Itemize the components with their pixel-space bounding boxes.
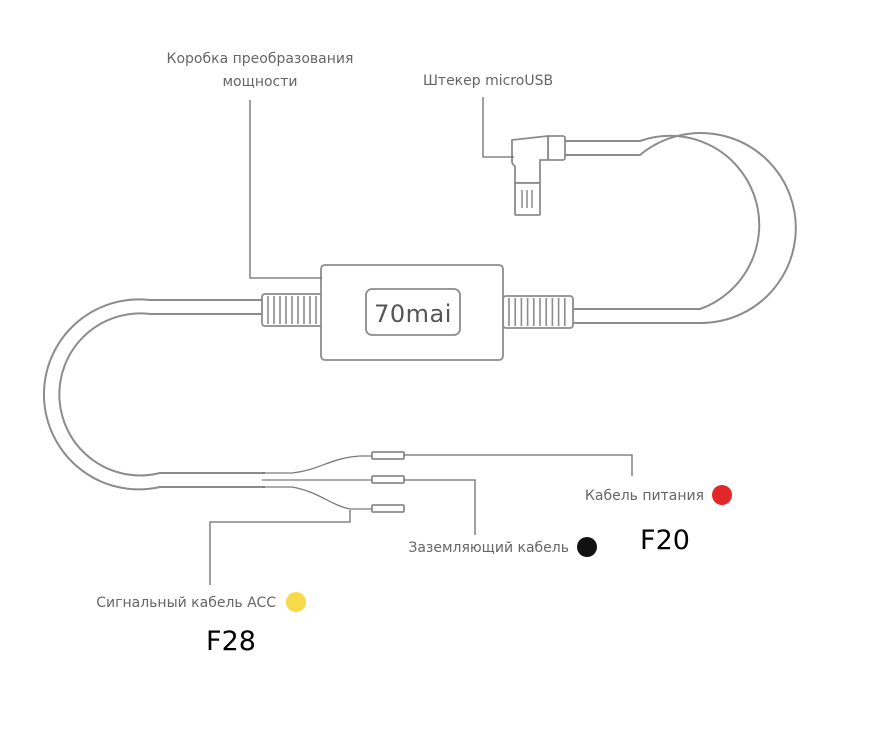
callout-ground-cable: Заземляющий кабель [408, 537, 597, 557]
microusb-plug [511, 134, 566, 216]
right-strain-relief [502, 295, 574, 329]
ground-cable-label: Заземляющий кабель [408, 540, 569, 556]
microusb-label: Штекер microUSB [423, 73, 553, 89]
acc-cable-label: Сигнальный кабель ACC [96, 595, 276, 611]
callout-acc-cable: Сигнальный кабель ACC F28 [96, 592, 306, 657]
callout-power-box: Коробка преобразования мощности [167, 51, 354, 90]
power-wire-terminal [371, 451, 405, 460]
acc-fuse-code: F28 [206, 626, 256, 657]
acc-color-dot [286, 592, 306, 612]
ground-wire-terminal [371, 475, 405, 484]
callout-power-cable: Кабель питания F20 [585, 485, 732, 556]
power-fuse-code: F20 [640, 525, 690, 556]
logo-plate [365, 288, 461, 336]
leader-lines [209, 97, 633, 585]
brand-logo: 70mai [374, 300, 452, 328]
ground-color-dot [577, 537, 597, 557]
acc-wire-terminal [371, 504, 405, 513]
power-box-label: Коробка преобразования [167, 51, 354, 67]
power-color-dot [712, 485, 732, 505]
power-converter-box: 70mai [320, 264, 504, 361]
power-box-label-line2: мощности [223, 74, 298, 90]
left-strain-relief [261, 293, 323, 327]
right-cable [503, 132, 797, 325]
left-cable [42, 298, 322, 491]
wire-bundle [262, 451, 405, 513]
power-cable-label: Кабель питания [585, 488, 704, 504]
